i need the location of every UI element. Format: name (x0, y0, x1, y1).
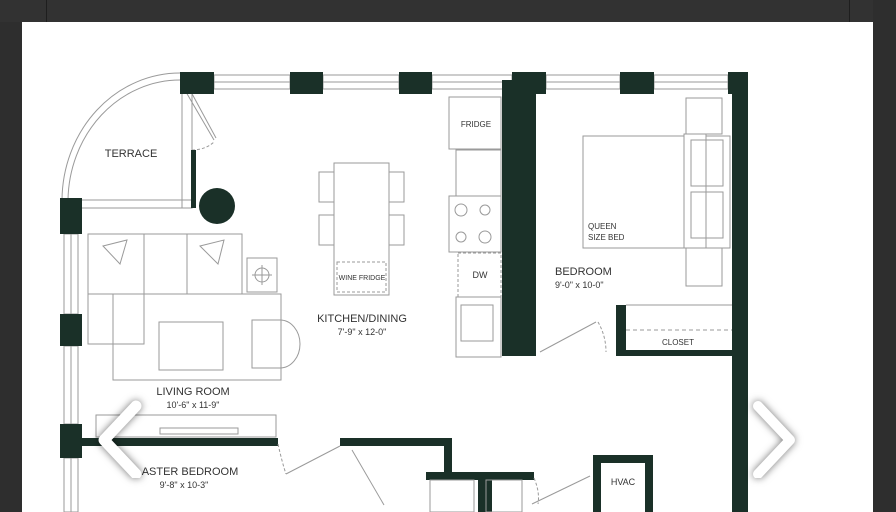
bed-label-2: SIZE BED (588, 233, 625, 242)
next-image-button[interactable] (748, 398, 808, 479)
master-bedroom-label: ASTER BEDROOM (142, 466, 239, 478)
previous-image-button[interactable] (92, 398, 152, 480)
sofa (87, 233, 243, 295)
queen-bed (582, 135, 685, 249)
chevron-right-icon (753, 401, 795, 479)
terrace-label: TERRACE (105, 148, 158, 160)
kitchen-label: KITCHEN/DINING (317, 313, 407, 325)
walls (60, 72, 748, 512)
wine-fridge-label: WINE FRIDGE (339, 275, 386, 282)
sink (460, 304, 494, 342)
floor-plan: HVAC (60, 72, 748, 512)
right-gutter (873, 0, 896, 512)
closet-label: CLOSET (662, 338, 694, 347)
column (199, 188, 235, 224)
bed-label-1: QUEEN (588, 222, 617, 231)
fridge (448, 96, 502, 150)
wine-fridge (336, 261, 387, 293)
side-table (246, 257, 278, 293)
hvac-label: HVAC (611, 477, 636, 487)
top-bar-divider (46, 0, 47, 22)
fridge-label: FRIDGE (461, 120, 491, 129)
stove (448, 195, 502, 253)
dw-label: DW (473, 270, 488, 280)
chevron-left-icon (98, 400, 142, 480)
bedroom-label: BEDROOM (555, 266, 612, 278)
armchair (251, 319, 301, 369)
viewer-top-bar (0, 0, 896, 22)
tv-console (95, 414, 277, 438)
kitchen-size: 7'-9" x 12-0" (338, 327, 387, 337)
master-bedroom-size: 9'-8" x 10-3" (160, 480, 209, 490)
coffee-table (158, 321, 224, 371)
top-bar-divider (849, 0, 850, 22)
terrace-railing (61, 72, 181, 201)
dishwasher (457, 252, 502, 298)
image-viewer: HVAC (22, 22, 873, 512)
left-gutter (0, 22, 22, 512)
bedroom-size: 9'-0" x 10-0" (555, 280, 604, 290)
living-size: 10'-6" x 11-9" (167, 400, 220, 410)
living-label: LIVING ROOM (156, 386, 229, 398)
